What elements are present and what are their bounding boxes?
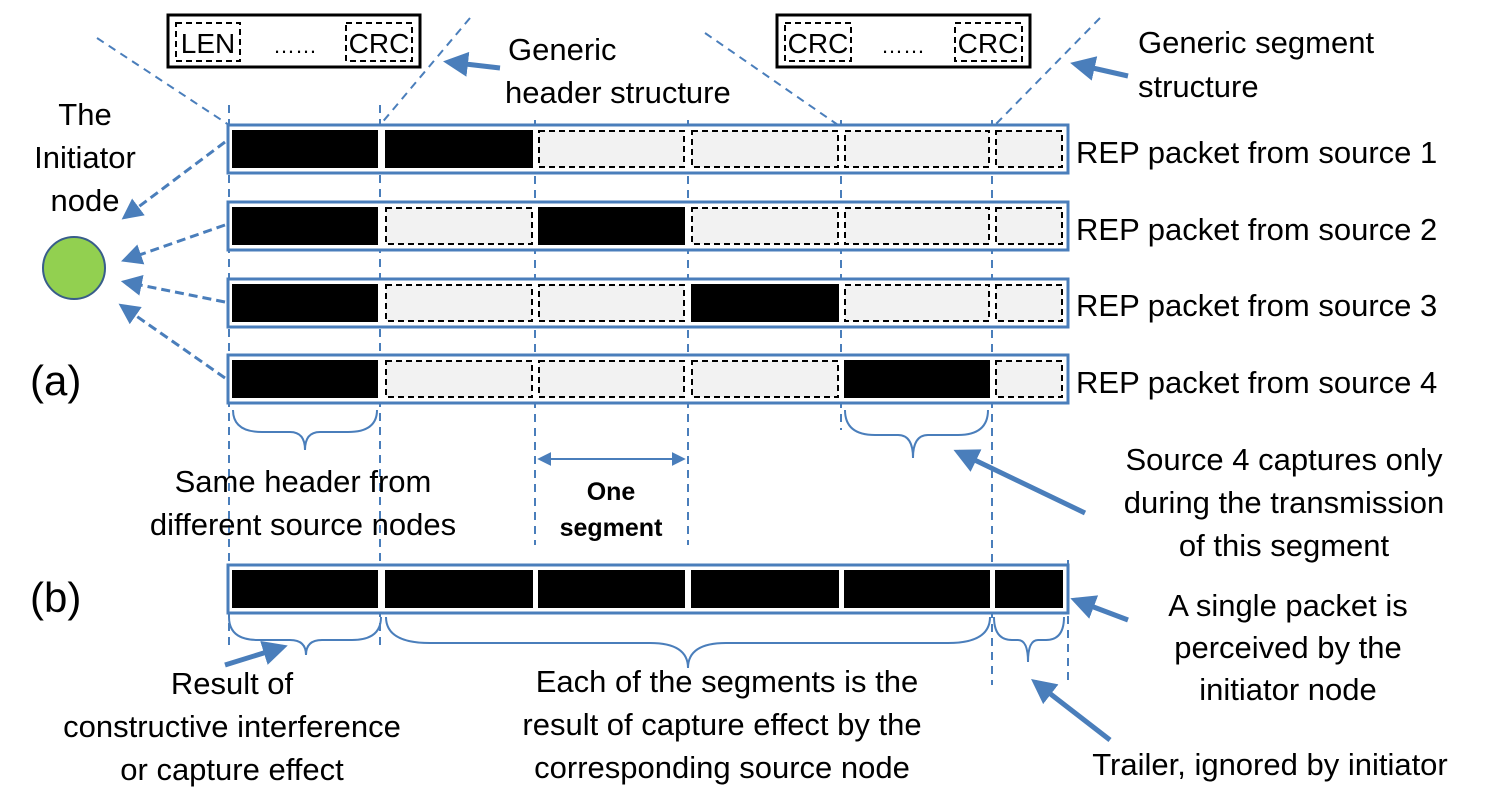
source4-capture-arrow <box>953 449 1087 516</box>
generic-segment-label-1: Generic segment <box>1138 25 1374 60</box>
data-segment <box>385 207 533 245</box>
panel-a-label: (a) <box>30 357 81 404</box>
same-header-label-2: different source nodes <box>150 507 456 542</box>
trailer-arrow <box>1031 678 1112 742</box>
packet-row-source-1 <box>226 123 1070 175</box>
perceived-data-segment <box>691 570 839 608</box>
segment-structure-box: CRC …… CRC <box>775 13 1032 69</box>
data-segment <box>385 130 533 168</box>
same-header-label-1: Same header from <box>175 464 432 499</box>
zoom-lines <box>96 17 1101 126</box>
trailer-segment <box>995 130 1063 168</box>
source4-segment-brace <box>844 409 989 459</box>
trailer-label: Trailer, ignored by initiator <box>1092 747 1448 782</box>
packet-label-source-1: REP packet from source 1 <box>1076 135 1437 170</box>
packet-row-source-4 <box>226 353 1070 405</box>
segment-field-ellipsis: …… <box>881 33 925 58</box>
single-packet-label-1: A single packet is <box>1168 588 1408 623</box>
source4-capture-label-3: of this segment <box>1179 528 1390 563</box>
data-segment <box>385 284 533 322</box>
data-segment <box>538 130 685 168</box>
data-segment <box>538 207 685 245</box>
data-segment <box>844 284 990 322</box>
result-constructive-brace <box>228 616 382 656</box>
result-constructive-label-1: Result of <box>171 666 294 701</box>
source4-capture-label-1: Source 4 captures only <box>1125 442 1443 477</box>
panel-b-label: (b) <box>30 574 81 621</box>
segment-field-crc-first: CRC <box>788 28 849 59</box>
header-segment <box>232 130 378 168</box>
packet-row-source-3 <box>226 277 1070 329</box>
each-segment-label-1: Each of the segments is the <box>536 664 919 699</box>
single-packet-label-3: initiator node <box>1199 672 1377 707</box>
packet-label-source-3: REP packet from source 3 <box>1076 288 1437 323</box>
data-segment <box>844 360 990 398</box>
data-segment <box>538 360 685 398</box>
generic-segment-arrow <box>1070 56 1129 81</box>
trailer-segment <box>995 360 1063 398</box>
header-segment <box>232 207 378 245</box>
each-segment-label-3: corresponding source node <box>534 750 910 785</box>
data-segment <box>691 130 839 168</box>
header-structure-box: LEN …… CRC <box>166 13 422 69</box>
source4-capture-label-2: during the transmission <box>1124 485 1445 520</box>
perceived-data-segment <box>385 570 533 608</box>
initiator-arrows <box>118 140 226 380</box>
perceived-header-segment <box>232 570 378 608</box>
header-field-len: LEN <box>181 28 235 59</box>
perceived-data-segment <box>844 570 990 608</box>
generic-segment-label-2: structure <box>1138 69 1259 104</box>
data-segment <box>844 207 990 245</box>
generic-header-label-2: header structure <box>505 75 731 110</box>
generic-header-label-1: Generic <box>508 32 617 67</box>
perceived-trailer-segment <box>995 570 1063 608</box>
segment-field-crc-last: CRC <box>958 28 1019 59</box>
data-segment <box>691 284 839 322</box>
one-segment-label-2: segment <box>560 514 663 542</box>
initiator-label-2: Initiator <box>34 140 136 175</box>
single-packet-label-2: perceived by the <box>1174 630 1401 665</box>
result-constructive-label-3: or capture effect <box>120 752 344 787</box>
generic-header-arrow <box>443 51 501 77</box>
header-segment <box>232 360 378 398</box>
single-packet-arrow <box>1070 595 1129 623</box>
perceived-data-segment <box>538 570 685 608</box>
trailer-segment <box>995 284 1063 322</box>
initiator-node <box>42 236 106 300</box>
initiator-label-3: node <box>51 183 120 218</box>
perceived-packet-row <box>226 563 1070 615</box>
packet-label-source-2: REP packet from source 2 <box>1076 212 1437 247</box>
packet-rows <box>226 123 1070 405</box>
trailer-segment <box>995 207 1063 245</box>
result-constructive-label-2: constructive interference <box>63 709 401 744</box>
one-segment-label-1: One <box>587 478 636 506</box>
data-segment <box>691 207 839 245</box>
header-field-crc: CRC <box>349 28 410 59</box>
initiator-label-1: The <box>58 97 111 132</box>
trailer-brace <box>993 616 1065 663</box>
header-field-ellipsis: …… <box>273 33 317 58</box>
data-segment <box>691 360 839 398</box>
each-segment-brace <box>385 616 991 669</box>
same-header-brace <box>232 409 378 451</box>
header-segment <box>232 284 378 322</box>
result-constructive-arrow <box>224 640 288 668</box>
packet-label-source-4: REP packet from source 4 <box>1076 365 1437 400</box>
data-segment <box>844 130 990 168</box>
packet-row-source-2 <box>226 200 1070 252</box>
each-segment-label-2: result of capture effect by the <box>522 707 921 742</box>
data-segment <box>385 360 533 398</box>
data-segment <box>538 284 685 322</box>
